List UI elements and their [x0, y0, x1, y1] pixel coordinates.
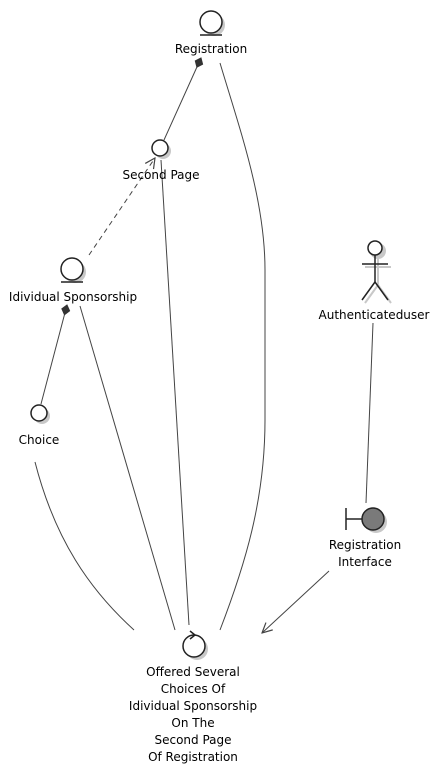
individual-sponsorship-entity-icon[interactable]	[60, 257, 86, 283]
offered-choices-label-line: Choices Of	[160, 682, 226, 696]
registration-interface-label: Registration Interface	[305, 537, 425, 571]
second-page-node-icon[interactable]	[151, 139, 171, 159]
individual-sponsorship-label: Idividual Sponsorship	[8, 290, 138, 304]
offered-choices-label-line: Offered Several	[146, 665, 240, 679]
edge-choice-to-individual-sponsorship	[40, 304, 71, 405]
offered-choices-label-line: Second Page	[154, 733, 232, 747]
choice-label: Choice	[18, 433, 60, 447]
choice-node-icon[interactable]	[30, 404, 50, 424]
edge-interface-to-offered	[262, 570, 330, 633]
edge-individual-sponsorship-to-second-page	[88, 158, 155, 256]
edge-registration-to-offered	[219, 62, 266, 631]
registration-entity-icon[interactable]	[199, 10, 225, 36]
authenticateduser-label: Authenticateduser	[318, 308, 430, 322]
edge-choice-to-offered	[34, 461, 135, 631]
edge-second-page-to-registration	[163, 57, 204, 141]
registration-interface-label-line: Registration	[328, 538, 402, 552]
offered-choices-label: Offered Several Choices Of Idividual Spo…	[112, 664, 274, 766]
offered-choices-label-line: On The	[171, 716, 215, 730]
edge-second-page-to-offered	[160, 159, 190, 626]
edge-authenticateduser-to-interface	[365, 322, 374, 504]
registration-interface-boundary-icon[interactable]	[345, 507, 387, 533]
registration-label: Registration	[174, 42, 248, 56]
authenticateduser-actor-icon[interactable]	[361, 240, 392, 304]
registration-interface-label-line: Interface	[338, 555, 392, 569]
offered-choices-label-line: Of Registration	[148, 750, 238, 764]
offered-choices-label-line: Idividual Sponsorship	[128, 699, 258, 713]
offered-choices-control-icon[interactable]	[182, 630, 208, 660]
second-page-label: Second Page	[122, 168, 200, 182]
edge-individual-sponsorship-to-offered	[79, 305, 176, 631]
edges	[34, 57, 374, 633]
